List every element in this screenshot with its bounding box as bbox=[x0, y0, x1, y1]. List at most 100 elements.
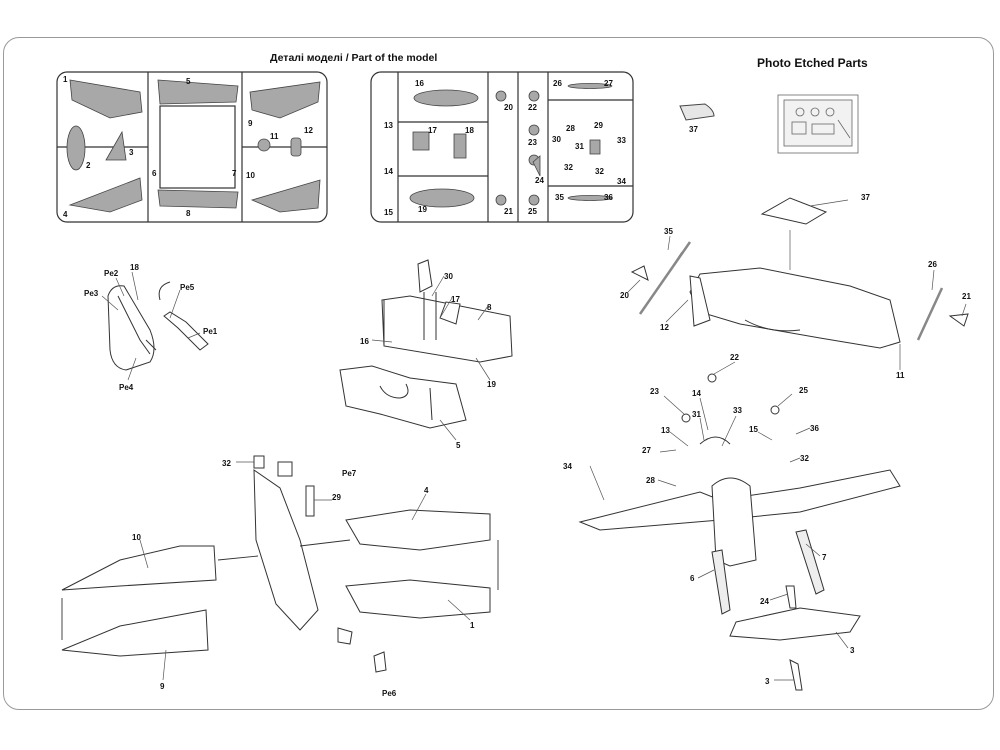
canopy-part-37 bbox=[679, 103, 715, 121]
label-32-final: 32 bbox=[800, 454, 809, 463]
label-5: 5 bbox=[186, 77, 191, 86]
label-35: 35 bbox=[555, 193, 564, 202]
seat-leaders bbox=[101, 271, 201, 381]
label-21: 21 bbox=[504, 207, 513, 216]
label-24: 24 bbox=[535, 176, 544, 185]
label-19: 19 bbox=[418, 205, 427, 214]
label-13-final: 13 bbox=[661, 426, 670, 435]
final-leaders bbox=[589, 361, 849, 681]
label-20: 20 bbox=[504, 103, 513, 112]
label-12: 12 bbox=[304, 126, 313, 135]
sprue-b-labels: 13 14 15 16 17 18 19 20 21 22 23 24 25 2… bbox=[384, 79, 626, 217]
label-7: 7 bbox=[232, 169, 237, 178]
label-10-wing: 10 bbox=[132, 533, 141, 542]
label-18-seat: 18 bbox=[130, 263, 139, 272]
label-3-final-a: 3 bbox=[850, 646, 855, 655]
side-view-fuselage bbox=[630, 197, 969, 349]
label-3-final-b: 3 bbox=[765, 677, 770, 686]
label-37: 37 bbox=[689, 125, 698, 134]
fuselage-half bbox=[339, 365, 467, 429]
label-6-final: 6 bbox=[690, 574, 695, 583]
label-29-wing: 29 bbox=[332, 493, 341, 502]
label-pe3: Pe3 bbox=[84, 289, 99, 298]
label-12-side: 12 bbox=[660, 323, 669, 332]
wing-assembly bbox=[61, 455, 491, 673]
label-9-wing: 9 bbox=[160, 682, 165, 691]
label-pe5: Pe5 bbox=[180, 283, 195, 292]
model-parts-title: Деталі моделі / Part of the model bbox=[270, 52, 438, 64]
label-20-side: 20 bbox=[620, 291, 629, 300]
label-15-final: 15 bbox=[749, 425, 758, 434]
label-32-wing: 32 bbox=[222, 459, 231, 468]
label-25: 25 bbox=[528, 207, 537, 216]
label-pe4: Pe4 bbox=[119, 383, 134, 392]
label-2: 2 bbox=[86, 161, 91, 170]
seat-assembly bbox=[107, 281, 209, 371]
label-7-final: 7 bbox=[822, 553, 827, 562]
label-33-final: 33 bbox=[733, 406, 742, 415]
label-15: 15 bbox=[384, 208, 393, 217]
wing-leaders bbox=[139, 461, 471, 681]
label-pe2: Pe2 bbox=[104, 269, 119, 278]
label-19-fus: 19 bbox=[487, 380, 496, 389]
label-18: 18 bbox=[465, 126, 474, 135]
label-pe6: Pe6 bbox=[382, 689, 397, 698]
label-29: 29 bbox=[594, 121, 603, 130]
label-30: 30 bbox=[552, 135, 561, 144]
label-11: 11 bbox=[270, 132, 279, 141]
label-3: 3 bbox=[129, 148, 134, 157]
label-23-final: 23 bbox=[650, 387, 659, 396]
label-31: 31 bbox=[575, 142, 584, 151]
label-13: 13 bbox=[384, 121, 393, 130]
label-4: 4 bbox=[63, 210, 68, 219]
sprue-a bbox=[56, 71, 328, 223]
label-31-final: 31 bbox=[692, 410, 701, 419]
label-1-wing: 1 bbox=[470, 621, 475, 630]
final-assembly bbox=[578, 373, 901, 691]
label-27: 27 bbox=[604, 79, 613, 88]
label-1: 1 bbox=[63, 75, 68, 84]
label-10: 10 bbox=[246, 171, 255, 180]
sprue-a-labels: 1 2 3 4 5 6 7 8 9 10 11 12 bbox=[63, 75, 313, 219]
label-11-side: 11 bbox=[896, 371, 905, 380]
label-34-final: 34 bbox=[563, 462, 572, 471]
label-14-final: 14 bbox=[692, 389, 701, 398]
label-4-wing: 4 bbox=[424, 486, 429, 495]
label-5-fus: 5 bbox=[456, 441, 461, 450]
label-24-final: 24 bbox=[760, 597, 769, 606]
label-6: 6 bbox=[152, 169, 157, 178]
sprue-b bbox=[370, 71, 634, 223]
sprue-b-parts bbox=[409, 83, 613, 208]
label-14: 14 bbox=[384, 167, 393, 176]
label-21-side: 21 bbox=[962, 292, 971, 301]
label-pe7: Pe7 bbox=[342, 469, 357, 478]
photo-etched-title: Photo Etched Parts bbox=[757, 56, 868, 70]
cockpit-tub bbox=[381, 259, 513, 363]
label-22: 22 bbox=[528, 103, 537, 112]
label-34: 34 bbox=[617, 177, 626, 186]
label-37-side: 37 bbox=[861, 193, 870, 202]
label-26: 26 bbox=[553, 79, 562, 88]
label-17: 17 bbox=[428, 126, 437, 135]
label-8-fus: 8 bbox=[487, 303, 492, 312]
side-view-leaders bbox=[627, 199, 967, 370]
label-16-fus: 16 bbox=[360, 337, 369, 346]
label-36-final: 36 bbox=[810, 424, 819, 433]
label-30-fus: 30 bbox=[444, 272, 453, 281]
label-28-final: 28 bbox=[646, 476, 655, 485]
label-28: 28 bbox=[566, 124, 575, 133]
sprue-a-parts bbox=[66, 79, 321, 213]
label-36: 36 bbox=[604, 193, 613, 202]
fuselage-leaders bbox=[371, 275, 491, 441]
photo-etched-fret bbox=[777, 94, 859, 154]
label-32a: 32 bbox=[564, 163, 573, 172]
label-22-final: 22 bbox=[730, 353, 739, 362]
label-17-fus: 17 bbox=[451, 295, 460, 304]
label-33: 33 bbox=[617, 136, 626, 145]
label-8: 8 bbox=[186, 209, 191, 218]
label-pe1: Pe1 bbox=[203, 327, 218, 336]
label-9: 9 bbox=[248, 119, 253, 128]
label-23: 23 bbox=[528, 138, 537, 147]
